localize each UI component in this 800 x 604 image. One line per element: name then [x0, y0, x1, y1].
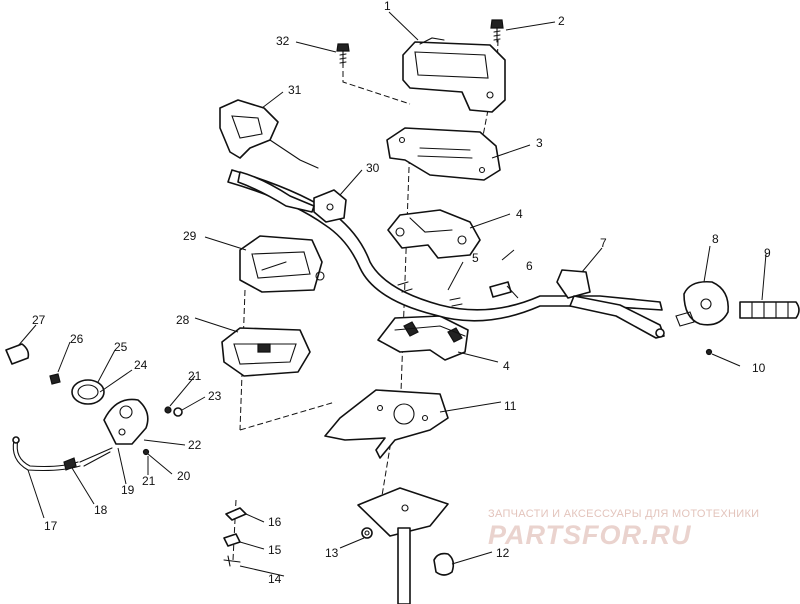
part-16-pad — [225, 507, 247, 521]
callout-25: 25 — [114, 340, 128, 354]
callout-16: 16 — [268, 515, 282, 529]
part-3-top-plate — [386, 127, 501, 181]
part-4-upper-clamp — [387, 209, 481, 259]
callout-18: 18 — [94, 503, 108, 517]
callout-31: 31 — [288, 83, 302, 97]
part-21-nut — [164, 406, 183, 417]
part-6-sleeve — [489, 281, 512, 298]
callout-4-upper: 4 — [516, 207, 523, 221]
part-32-bolt — [336, 43, 350, 67]
part-20-screw — [142, 448, 150, 456]
part-27-plug — [5, 343, 30, 365]
part-4-lower-clamp — [377, 315, 469, 361]
callout-26: 26 — [70, 332, 84, 346]
part-24-25-gasket — [71, 379, 105, 405]
alignment-lines — [232, 39, 499, 561]
part-28-housing — [221, 327, 311, 377]
part-2-bolt — [490, 19, 504, 43]
callout-3: 3 — [536, 136, 543, 150]
callout-21-upper: 21 — [188, 369, 202, 383]
callout-20: 20 — [177, 469, 191, 483]
part-10-screw — [705, 348, 713, 356]
part-19-drive — [79, 447, 113, 467]
part-1-riser-block — [402, 37, 506, 113]
leader-lines — [17, 11, 767, 577]
callout-14: 14 — [268, 572, 282, 586]
part-8-throttle-housing — [675, 280, 729, 327]
callout-12: 12 — [496, 546, 510, 560]
callout-6: 6 — [526, 259, 533, 273]
callout-21-lower: 21 — [142, 474, 156, 488]
watermark-logo: PARTSFOR.RU — [488, 520, 692, 550]
callout-5: 5 — [472, 251, 479, 265]
callout-10: 10 — [752, 361, 766, 375]
callout-15: 15 — [268, 543, 282, 557]
callout-24: 24 — [134, 358, 148, 372]
part-11-mounting-plate — [324, 389, 449, 459]
callout-29: 29 — [183, 229, 197, 243]
callout-28: 28 — [176, 313, 190, 327]
callout-32: 32 — [276, 34, 290, 48]
part-31-left-control-housing — [219, 99, 319, 213]
callout-7: 7 — [600, 236, 607, 250]
callout-22: 22 — [188, 438, 202, 452]
callout-19: 19 — [121, 483, 135, 497]
part-13-nut — [361, 527, 373, 539]
callout-1: 1 — [384, 0, 391, 13]
part-30-left-clamp — [313, 189, 347, 223]
part-14-screw — [223, 555, 241, 567]
callout-11: 11 — [504, 399, 517, 413]
site-watermark: ЗАПЧАСТИ И АКСЕССУАРЫ ДЛЯ МОТОТЕХНИКИ PA… — [488, 508, 788, 551]
part-12-clamp — [433, 552, 455, 576]
callout-8: 8 — [712, 232, 719, 246]
part-15-clip — [223, 533, 241, 547]
callout-13: 13 — [325, 546, 339, 560]
part-9-grip — [739, 301, 800, 319]
part-29-speedometer — [239, 235, 325, 293]
part-26-bulb — [49, 373, 61, 385]
part-22-bracket — [103, 398, 149, 445]
part-7-brake-master-cylinder — [556, 269, 665, 339]
callout-23: 23 — [208, 389, 222, 403]
part-18-fitting — [63, 457, 77, 471]
callout-27: 27 — [32, 313, 46, 327]
callout-9: 9 — [764, 246, 771, 260]
callout-4-lower: 4 — [503, 359, 510, 373]
steering-post-plate — [357, 487, 449, 604]
callout-2: 2 — [558, 14, 565, 28]
watermark-tagline: ЗАПЧАСТИ И АКСЕССУАРЫ ДЛЯ МОТОТЕХНИКИ — [488, 508, 760, 520]
callout-17: 17 — [44, 519, 58, 533]
callout-30: 30 — [366, 161, 380, 175]
callout-numbers: 1 2 3 4 5 6 7 8 9 10 11 12 13 14 15 16 1… — [32, 0, 771, 586]
